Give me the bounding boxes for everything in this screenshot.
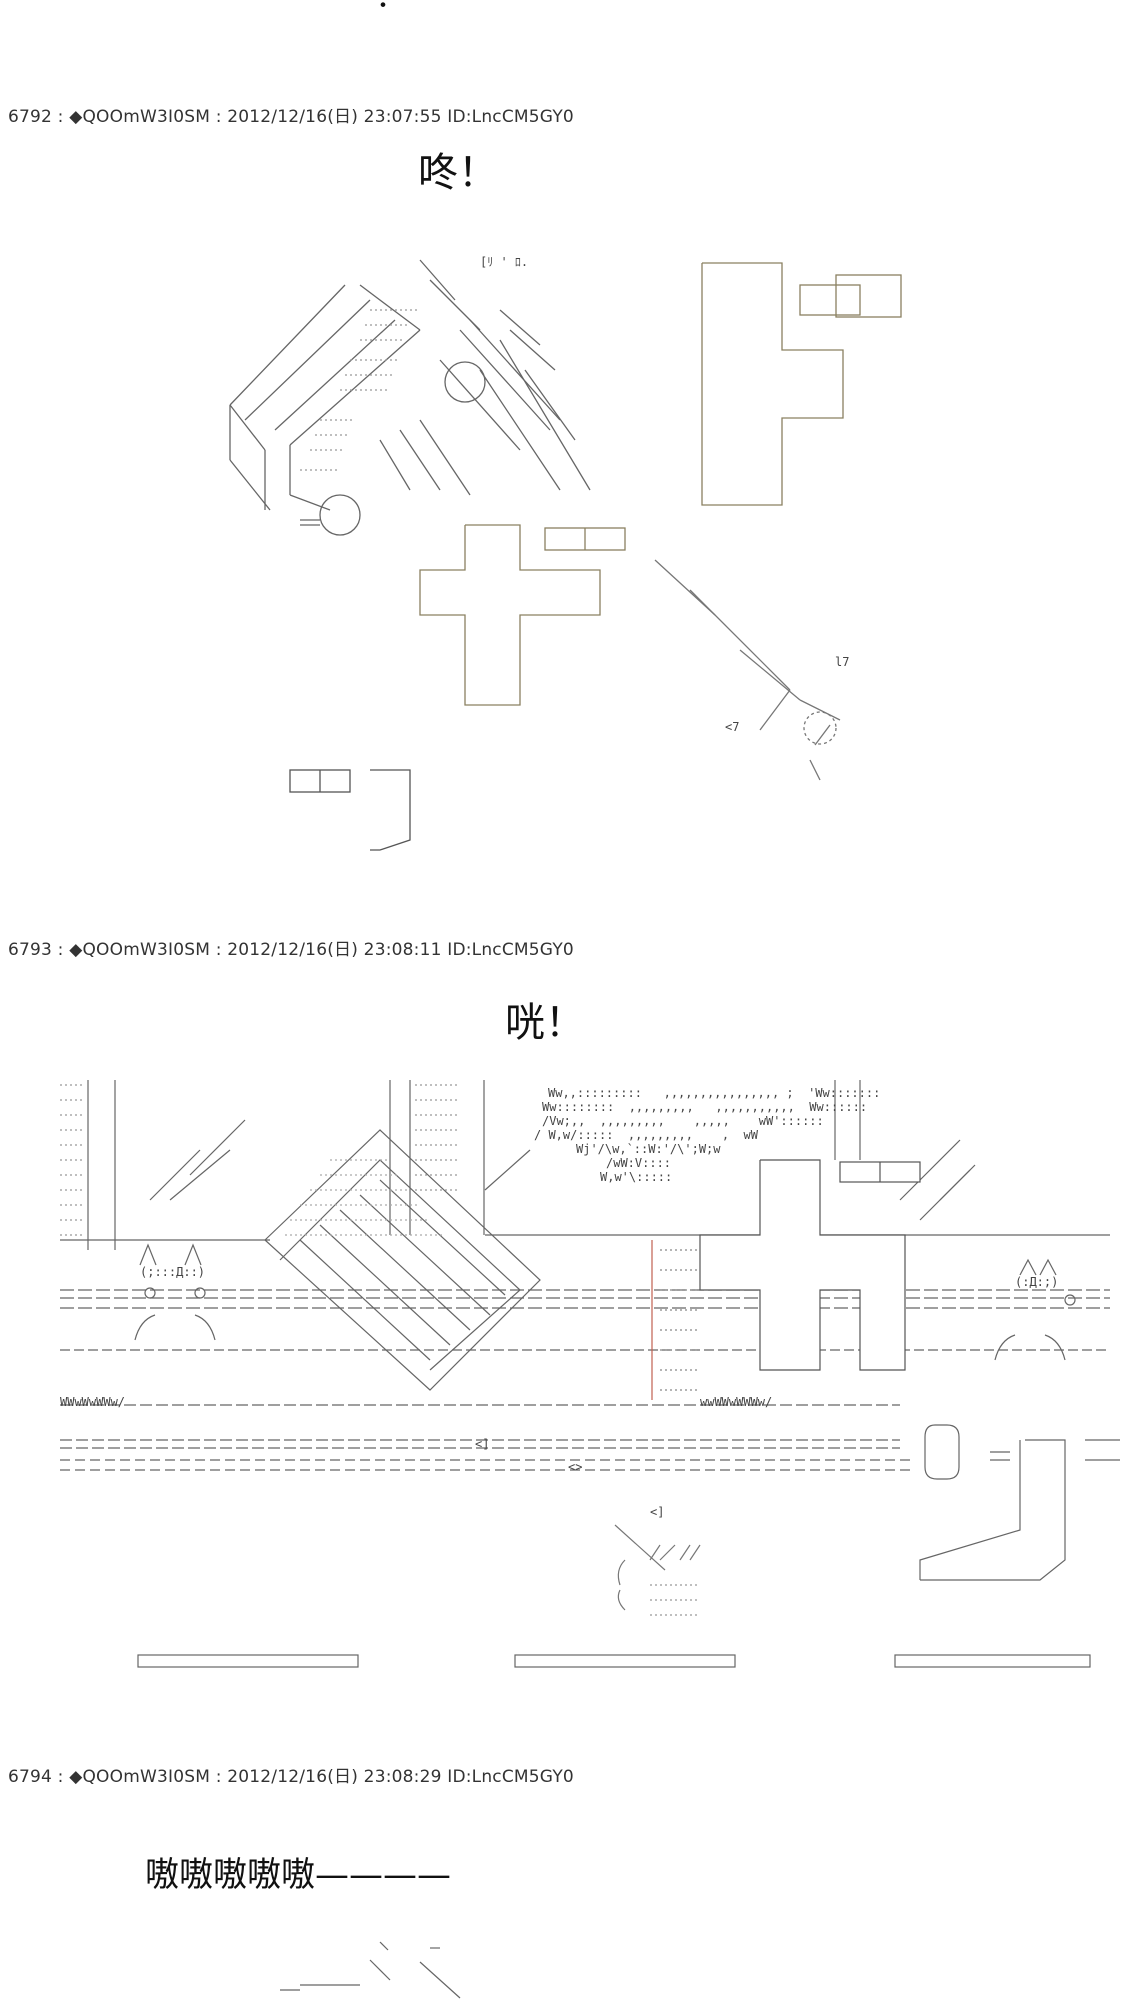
- post2-cat-left-face: (;:::Д::): [140, 1265, 206, 1279]
- top-mark: ・: [372, 0, 395, 19]
- post-header-6793: 6793 : ◆QOOmW3I0SM : 2012/12/16(日) 23:08…: [8, 940, 574, 960]
- post2-ascii-art: [60, 1080, 1120, 1668]
- post2-katakana-tsu: [919, 1424, 1066, 1581]
- post2-arrow-a: <]: [475, 1437, 490, 1451]
- post-header-6792: 6792 : ◆QOOmW3I0SM : 2012/12/16(日) 23:07…: [8, 107, 574, 127]
- post1-figure: [229, 259, 591, 536]
- crowd-line: Ww:::::::: ,,,,,,,,, ,,,,,,,,,,, Ww:::::…: [542, 1100, 868, 1114]
- crowd-line: /Vw;,, ,,,,,,,,, ,,,,, wW'::::::: [542, 1114, 824, 1128]
- post2-katakana-ga: [699, 1159, 921, 1371]
- crowd-line: Ww,,::::::::: ,,,,,,,,,,,,,,,, ; 'Ww::::…: [548, 1086, 881, 1100]
- post1-impact: [654, 559, 841, 781]
- post2-arrow-c: <]: [650, 1505, 665, 1519]
- post2-crowd: Ww,,::::::::: ,,,,,,,,,,,,,,,, ; 'Ww::::…: [534, 1086, 881, 1184]
- post2-cat-right: [994, 1258, 1076, 1361]
- post2-ground-right: wwWWwWWWw/: [700, 1395, 773, 1409]
- post1-impact-label-b: <7: [725, 720, 740, 734]
- post2-ground-left: WWwWwWWw/: [60, 1395, 126, 1409]
- crowd-line: Wj'/\w,`::W:'/\';W;w: [576, 1142, 721, 1156]
- post1-katakana-tsu: [289, 769, 411, 851]
- post1-katakana-ga: [419, 524, 626, 706]
- post1-ascii-art: [229, 259, 902, 851]
- sfx-kuang: 咣！: [505, 1000, 585, 1046]
- post2-bottom-bars: [137, 1654, 1091, 1668]
- post1-face-text: [ﾘ ' ﾛ.: [480, 255, 529, 269]
- post2-wall-left: [60, 1084, 460, 1236]
- post1-katakana-do: [701, 262, 902, 506]
- crowd-line: W,w'\:::::: [600, 1170, 673, 1184]
- post2-impact-dots: [650, 1584, 700, 1616]
- post2-crate-shading: [285, 1159, 445, 1236]
- crowd-line: / W,w/::::: ,,,,,,,,, , wW: [534, 1128, 758, 1142]
- post-header-6794: 6794 : ◆QOOmW3I0SM : 2012/12/16(日) 23:08…: [8, 1767, 574, 1787]
- crowd-line: /wW:V::::: [606, 1156, 672, 1170]
- post2-impact: [614, 1524, 701, 1611]
- sfx-dong: 咚！: [418, 150, 498, 196]
- post1-impact-label-a: l7: [835, 655, 850, 669]
- post1-shading: [300, 309, 420, 471]
- post2-post-shading: [660, 1249, 700, 1391]
- post2-cat-left: [134, 1243, 216, 1341]
- post2-arrow-b: <>: [568, 1460, 583, 1474]
- post2-cat-right-face: (:Д:;): [1015, 1275, 1059, 1289]
- post2-crate: [264, 1129, 541, 1391]
- sfx-ao: 嗷嗷嗷嗷嗷————: [145, 1855, 451, 1895]
